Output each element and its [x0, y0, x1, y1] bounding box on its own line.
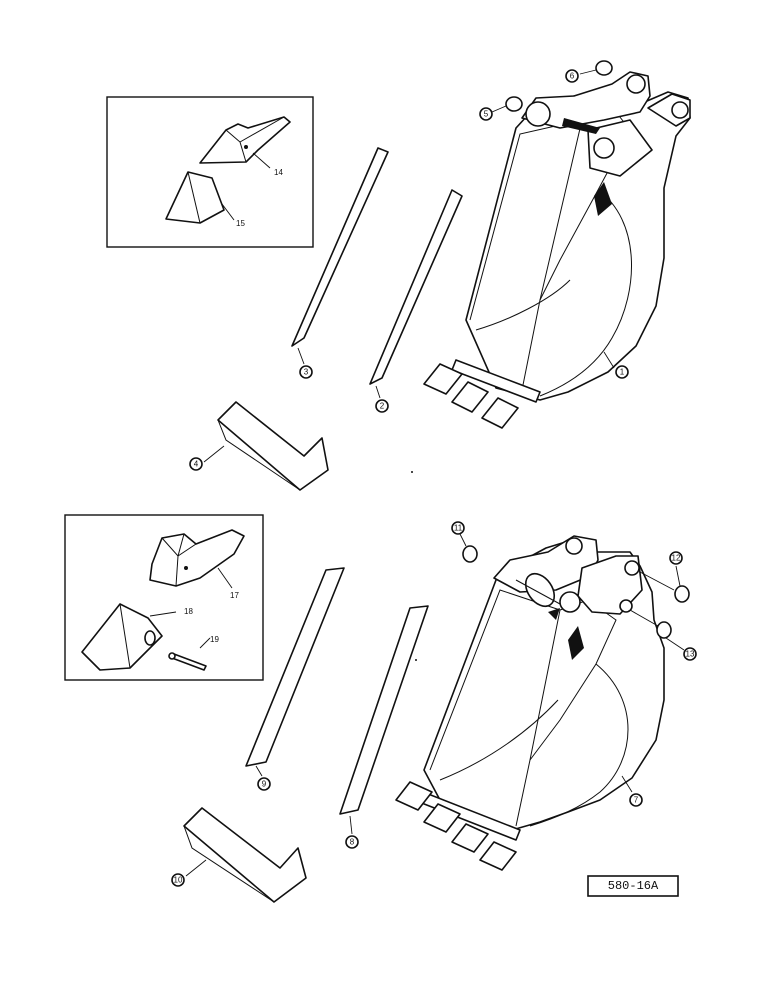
callout-10: 10 [171, 873, 185, 887]
callout-9: 9 [257, 777, 271, 791]
callout-12: 12 [669, 551, 683, 565]
tooth-17 [149, 529, 245, 587]
drawing-code: 580-16A [608, 879, 659, 893]
svg-text:13: 13 [686, 650, 695, 659]
callout-11: 11 [451, 521, 465, 535]
callout-17: 17 [230, 591, 239, 600]
bushing-13 [629, 609, 685, 651]
svg-text:10: 10 [174, 876, 183, 885]
callout-4: 4 [189, 457, 203, 471]
svg-text:1: 1 [620, 368, 625, 377]
svg-text:3: 3 [304, 368, 309, 377]
callout-18: 18 [184, 607, 193, 616]
callout-7: 7 [629, 793, 643, 807]
retaining-pin-19 [168, 652, 207, 671]
side-cutter-9 [245, 567, 345, 777]
wear-strip-4 [203, 401, 329, 491]
callout-15: 15 [236, 219, 245, 228]
bushing-5 [491, 96, 523, 113]
bushing-6 [579, 60, 613, 76]
bushing-11 [459, 533, 478, 563]
inset-top-tooth-adapter: 14 15 [106, 96, 314, 248]
svg-text:8: 8 [350, 838, 355, 847]
adapter-18 [81, 603, 163, 671]
callout-19: 19 [210, 635, 219, 644]
bucket-narrow-1 [423, 71, 691, 429]
callout-1: 1 [615, 365, 629, 379]
callout-6: 6 [565, 69, 579, 83]
bucket-1-teeth [423, 363, 519, 429]
wear-strip-10 [183, 807, 307, 903]
bucket-7-teeth [395, 781, 517, 871]
side-cutter-3 [291, 147, 389, 365]
callout-3: 3 [299, 365, 313, 379]
side-cutter-2 [369, 189, 463, 399]
callout-2: 2 [375, 399, 389, 413]
callout-8: 8 [345, 835, 359, 849]
svg-text:11: 11 [454, 524, 463, 533]
svg-text:2: 2 [380, 402, 385, 411]
drawing-code-box: 580-16A [587, 875, 679, 897]
svg-text:9: 9 [262, 780, 267, 789]
tooth-14 [199, 116, 291, 164]
inset-bottom-tooth-adapter-pin: 17 18 19 [64, 514, 264, 681]
svg-text:7: 7 [634, 796, 639, 805]
svg-text:5: 5 [484, 110, 489, 119]
callout-5: 5 [479, 107, 493, 121]
bushing-12 [639, 565, 690, 603]
callout-14: 14 [274, 168, 283, 177]
svg-text:6: 6 [570, 72, 575, 81]
adapter-15 [165, 171, 225, 224]
callout-13: 13 [683, 647, 697, 661]
svg-text:4: 4 [194, 460, 199, 469]
svg-text:12: 12 [672, 554, 681, 563]
bucket-wide-7 [395, 535, 665, 871]
side-cutter-8 [339, 605, 429, 835]
